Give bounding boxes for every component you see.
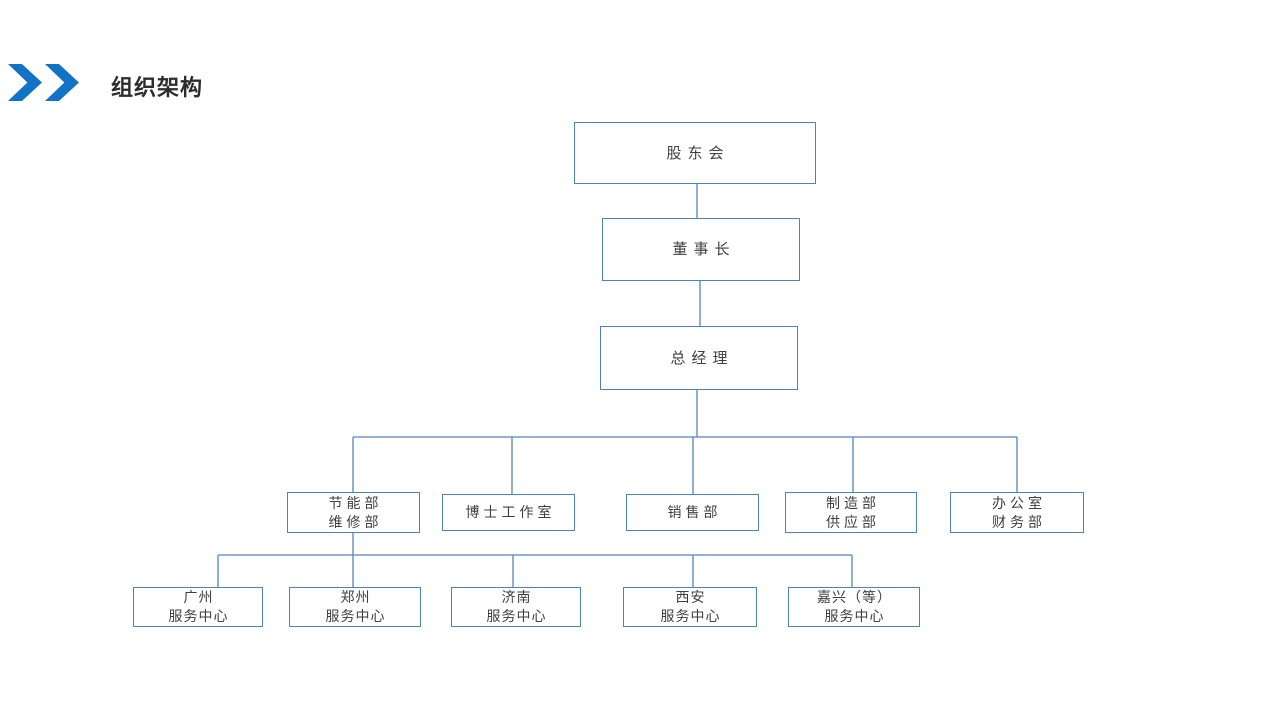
org-node-label: 总经理: [670, 349, 734, 367]
org-node-xian-center: 西安 服务中心: [623, 587, 757, 627]
org-node-label: 服务中心: [660, 608, 721, 624]
org-node-label: 服务中心: [325, 608, 386, 624]
org-node-label: 董事长: [672, 241, 736, 258]
org-node-office-finance: 办公室 财务部: [950, 492, 1084, 533]
org-node-chairman: 董事长: [602, 218, 800, 281]
org-node-sales: 销售部: [626, 494, 759, 531]
org-node-jiaxing-center: 嘉兴（等） 服务中心: [788, 587, 920, 627]
org-node-label: 郑州: [340, 589, 371, 605]
org-node-label: 广州: [183, 589, 214, 605]
org-node-label: 博士工作室: [465, 504, 556, 520]
org-node-jinan-center: 济南 服务中心: [451, 587, 581, 627]
org-node-label: 西安: [675, 589, 706, 605]
org-node-zhengzhou-center: 郑州 服务中心: [289, 587, 421, 627]
org-node-doctor-studio: 博士工作室: [442, 494, 575, 531]
org-node-label: 办公室: [992, 494, 1046, 511]
org-node-label: 服务中心: [824, 608, 885, 624]
page-title: 组织架构: [111, 75, 204, 100]
org-node-shareholders: 股东会: [574, 122, 816, 184]
org-node-label: 嘉兴（等）: [817, 589, 892, 605]
org-node-label: 股东会: [666, 144, 730, 162]
org-node-label: 销售部: [667, 504, 722, 520]
org-node-label: 制造部: [826, 494, 880, 511]
org-node-label: 财务部: [992, 513, 1046, 530]
org-node-label: 济南: [501, 589, 532, 605]
org-node-label: 节能部: [328, 494, 383, 511]
double-chevron-icon: [8, 64, 79, 101]
org-node-general-manager: 总经理: [600, 326, 798, 390]
org-node-energy-maintenance: 节能部 维修部: [287, 492, 420, 533]
org-node-label: 维修部: [328, 513, 383, 530]
org-node-manufacturing-supply: 制造部 供应部: [785, 492, 917, 533]
org-node-label: 服务中心: [168, 608, 229, 624]
org-node-label: 供应部: [826, 513, 880, 530]
org-node-guangzhou-center: 广州 服务中心: [133, 587, 263, 627]
org-node-label: 服务中心: [486, 608, 547, 624]
